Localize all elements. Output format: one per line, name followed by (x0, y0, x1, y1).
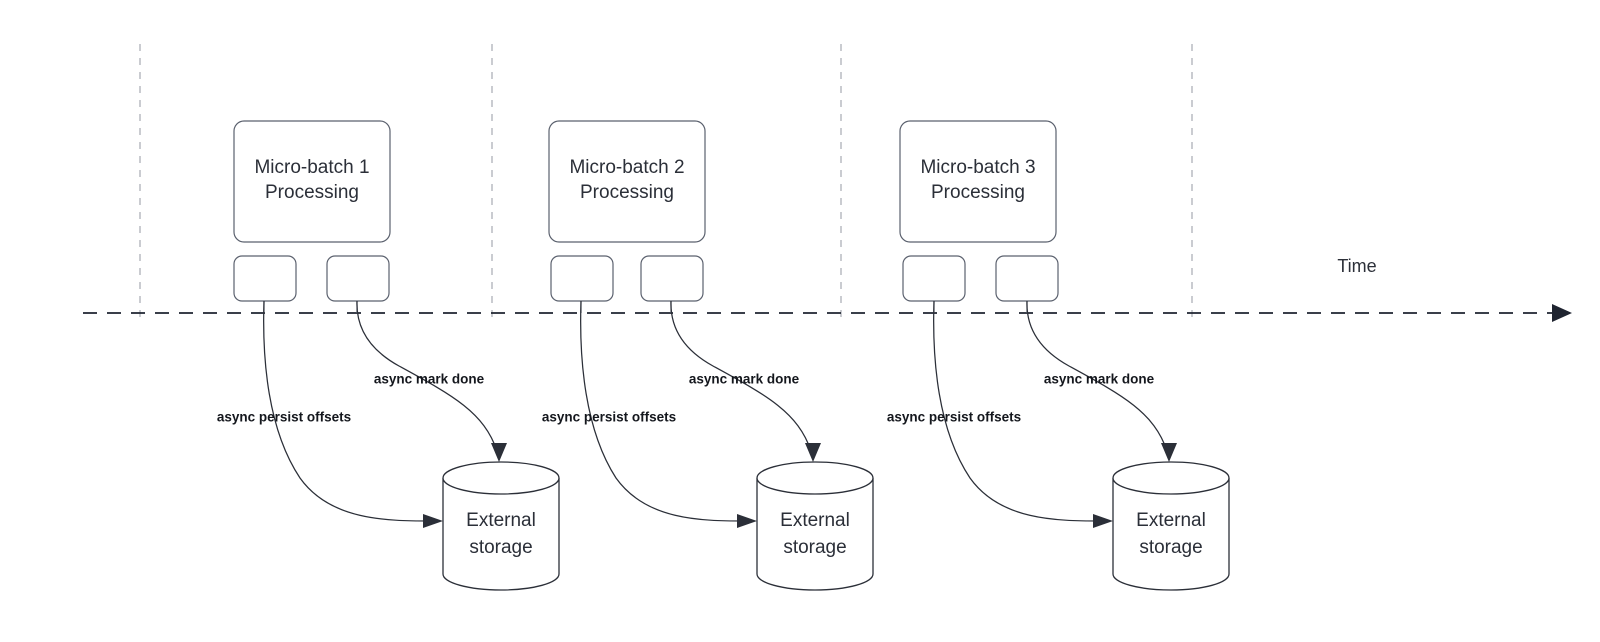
storage-cylinder-3-label-line1: External (1136, 510, 1206, 531)
storage-cylinder-1-body[interactable] (442, 478, 560, 591)
tick-box-2-mark-done[interactable] (640, 255, 704, 302)
batch-group-1: Micro-batch 1 Processing async persist o… (217, 120, 560, 591)
micro-batch-box-3[interactable] (899, 120, 1057, 243)
edge-1-persist-offsets (263, 300, 433, 522)
edge-2-persist-offsets-arrowhead (737, 514, 757, 528)
micro-batch-box-1[interactable] (233, 120, 391, 243)
edge-2-persist-offsets (580, 300, 747, 522)
edge-1-persist-offsets-arrowhead (423, 514, 443, 528)
storage-cylinder-2-label-line2: storage (783, 537, 846, 558)
edge-2-mark-done (670, 300, 812, 452)
edge-3-mark-done-label: async mark done (1044, 372, 1155, 387)
tick-box-3-mark-done[interactable] (995, 255, 1059, 302)
edge-1-mark-done-label: async mark done (374, 372, 485, 387)
edge-1-persist-offsets-label: async persist offsets (217, 410, 351, 425)
edge-2-mark-done-arrowhead (805, 443, 821, 462)
tick-box-1-mark-done[interactable] (326, 255, 390, 302)
storage-cylinder-3-label-line2: storage (1139, 537, 1202, 558)
micro-batch-box-2-label-line1: Micro-batch 2 (569, 157, 684, 178)
storage-cylinder-2-body[interactable] (756, 478, 874, 591)
micro-batch-box-3-label-line2: Processing (931, 182, 1025, 203)
storage-cylinder-2-label-line1: External (780, 510, 850, 531)
micro-batch-box-1-label-line2: Processing (265, 182, 359, 203)
edge-3-persist-offsets-label: async persist offsets (887, 410, 1021, 425)
edge-1-mark-done (356, 300, 498, 452)
edge-3-persist-offsets (933, 300, 1103, 522)
edge-1-mark-done-arrowhead (491, 443, 507, 462)
tick-box-1-persist[interactable] (233, 255, 297, 302)
edge-2-persist-offsets-label: async persist offsets (542, 410, 676, 425)
time-axis-label: Time (1337, 256, 1376, 276)
batch-group-3: Micro-batch 3 Processing async persist o… (887, 120, 1230, 591)
edge-2-mark-done-label: async mark done (689, 372, 800, 387)
micro-batch-box-2-label-line2: Processing (580, 182, 674, 203)
batch-group-2: Micro-batch 2 Processing async persist o… (542, 120, 874, 591)
edge-3-mark-done-arrowhead (1161, 443, 1177, 462)
time-axis-arrowhead (1552, 304, 1572, 322)
edge-3-mark-done (1026, 300, 1168, 452)
storage-cylinder-3-body[interactable] (1112, 478, 1230, 591)
storage-cylinder-1-label-line1: External (466, 510, 536, 531)
tick-box-2-persist[interactable] (550, 255, 614, 302)
storage-cylinder-1-top (442, 461, 560, 495)
tick-box-3-persist[interactable] (902, 255, 966, 302)
storage-cylinder-2-top (756, 461, 874, 495)
storage-cylinder-3-top (1112, 461, 1230, 495)
guide-lines-layer (139, 44, 1193, 322)
micro-batch-box-1-label-line1: Micro-batch 1 (254, 157, 369, 178)
storage-cylinder-1-label-line2: storage (469, 537, 532, 558)
micro-batch-box-2[interactable] (548, 120, 706, 243)
time-axis (83, 304, 1572, 322)
edge-3-persist-offsets-arrowhead (1093, 514, 1113, 528)
micro-batch-box-3-label-line1: Micro-batch 3 (920, 157, 1035, 178)
